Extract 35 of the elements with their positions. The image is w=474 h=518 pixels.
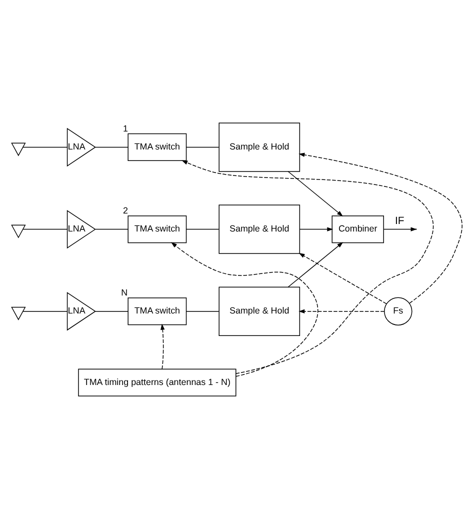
connector bbox=[95, 228, 128, 230]
node-label: 1 bbox=[122, 122, 128, 133]
node-antenna bbox=[11, 224, 26, 238]
node-antenna bbox=[11, 306, 26, 320]
arrow bbox=[288, 170, 343, 216]
arrow bbox=[298, 152, 462, 304]
node-box: TMA switch bbox=[128, 297, 187, 325]
arrow bbox=[160, 323, 165, 369]
connector bbox=[22, 146, 68, 148]
node-box: TMA timing patterns (antennas 1 - N) bbox=[78, 368, 236, 396]
node-label: N bbox=[121, 286, 128, 297]
edge-label: IF bbox=[395, 216, 404, 227]
connector bbox=[186, 310, 220, 312]
connector bbox=[22, 228, 68, 230]
connector bbox=[186, 146, 220, 148]
arrow bbox=[298, 252, 387, 304]
node-box: TMA switch bbox=[128, 214, 187, 243]
arrow bbox=[182, 160, 434, 374]
node-box: Combiner bbox=[332, 214, 384, 243]
arrow bbox=[299, 226, 334, 231]
node-box: Sample & Hold bbox=[218, 122, 300, 172]
node-antenna bbox=[11, 142, 26, 156]
node-label: 2 bbox=[122, 204, 128, 215]
arrow bbox=[171, 242, 318, 376]
node-circle: Fs bbox=[384, 296, 412, 325]
node-box: Sample & Hold bbox=[218, 204, 300, 254]
connector bbox=[95, 310, 128, 312]
arrow bbox=[288, 242, 344, 287]
node-box: TMA switch bbox=[128, 132, 187, 161]
connector bbox=[95, 146, 128, 148]
arrow bbox=[298, 308, 385, 313]
connector bbox=[22, 310, 68, 312]
connector bbox=[186, 228, 220, 230]
node-box: Sample & Hold bbox=[218, 286, 300, 336]
arrow bbox=[384, 226, 417, 231]
